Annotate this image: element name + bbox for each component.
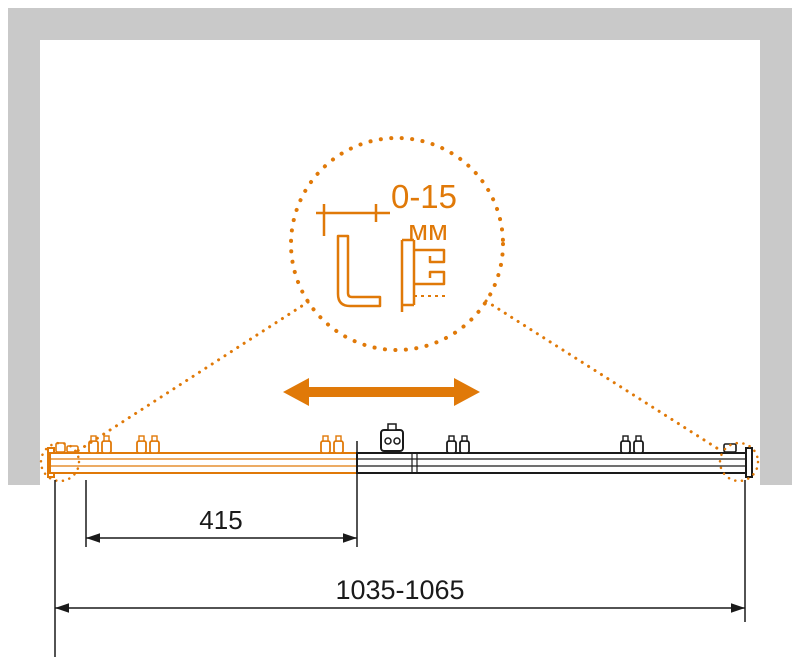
- detail-profile-section: [336, 234, 446, 312]
- dim-overall-extension-lines: [54, 480, 746, 657]
- detail-dim-ticks: [322, 204, 378, 236]
- roller-wheel: [149, 440, 160, 454]
- wall-left: [8, 8, 40, 485]
- roller-wheel: [633, 440, 644, 454]
- dim-415-arrow-left: [86, 533, 100, 543]
- wall-profile-outline: [336, 234, 382, 308]
- roller-stem: [90, 435, 97, 442]
- roller-wheel: [393, 437, 401, 445]
- roller-carriage-black-2: [620, 435, 644, 454]
- detail-callout: [39, 136, 760, 483]
- roller-stem: [103, 435, 110, 442]
- roller-stem: [622, 435, 629, 442]
- roller-wheel: [136, 440, 147, 454]
- roller-wheel: [101, 440, 112, 454]
- dim-415-value: 415: [199, 505, 242, 535]
- dim-overall-value: 1035-1065: [335, 575, 464, 605]
- slide-direction-arrow: [283, 378, 480, 406]
- wall-right: [760, 8, 792, 485]
- roller-wheel: [446, 440, 457, 454]
- panel-seam-lines: [411, 453, 418, 473]
- dim-overall-arrow-right: [731, 603, 745, 613]
- callout-ring-left: [39, 441, 81, 483]
- callout-ring-right: [718, 441, 760, 483]
- track-right-body: [356, 452, 751, 474]
- detail-dimension: [316, 204, 390, 236]
- roller-stem: [322, 435, 329, 442]
- dim-415-extension-lines: [85, 441, 358, 547]
- roller-stem: [448, 435, 455, 442]
- end-bracket: [55, 442, 66, 453]
- roller-carriage-orange-2: [136, 435, 160, 454]
- roller-carriage-orange-1: [88, 435, 112, 454]
- roller-carriage-black-main: [380, 423, 404, 452]
- roller-stem: [461, 435, 468, 442]
- roller-wheel: [620, 440, 631, 454]
- dim-overall-arrow-left: [55, 603, 69, 613]
- roller-carriage-black-1: [446, 435, 470, 454]
- detail-view: 0-15 мм: [316, 178, 457, 312]
- door-profile-bar: [400, 238, 416, 312]
- callout-detail-circle: [289, 136, 505, 352]
- roller-wheel: [320, 440, 331, 454]
- roller-stem: [387, 423, 397, 431]
- track-left-section: [47, 435, 358, 478]
- roller-stem: [151, 435, 158, 442]
- track-left-end-hardware: [55, 442, 79, 453]
- dimension-415: 415: [85, 441, 358, 547]
- track-left-body: [49, 452, 358, 474]
- roller-stem: [138, 435, 145, 442]
- track-right-end-cap: [745, 447, 753, 478]
- door-profile-hook-bottom: [414, 270, 446, 286]
- wall-top: [8, 8, 792, 40]
- track-assembly: [47, 423, 753, 478]
- door-profile-hook-top: [414, 248, 446, 264]
- roller-stem: [335, 435, 342, 442]
- callout-connector-left: [74, 300, 310, 454]
- roller-carriage-orange-3: [320, 435, 344, 454]
- track-right-section: [356, 423, 753, 478]
- detail-adjustment-value: 0-15: [391, 178, 457, 215]
- callout-connector-right: [484, 299, 725, 454]
- roller-wheel: [333, 440, 344, 454]
- wall-frame: [8, 8, 792, 485]
- roller-stem: [635, 435, 642, 442]
- track-right-rails: [357, 458, 750, 467]
- roller-wheel: [459, 440, 470, 454]
- dimension-overall: 1035-1065: [54, 480, 746, 657]
- roller-wheel: [384, 437, 392, 445]
- track-left-rails: [50, 458, 357, 467]
- dim-415-arrow-right: [343, 533, 357, 543]
